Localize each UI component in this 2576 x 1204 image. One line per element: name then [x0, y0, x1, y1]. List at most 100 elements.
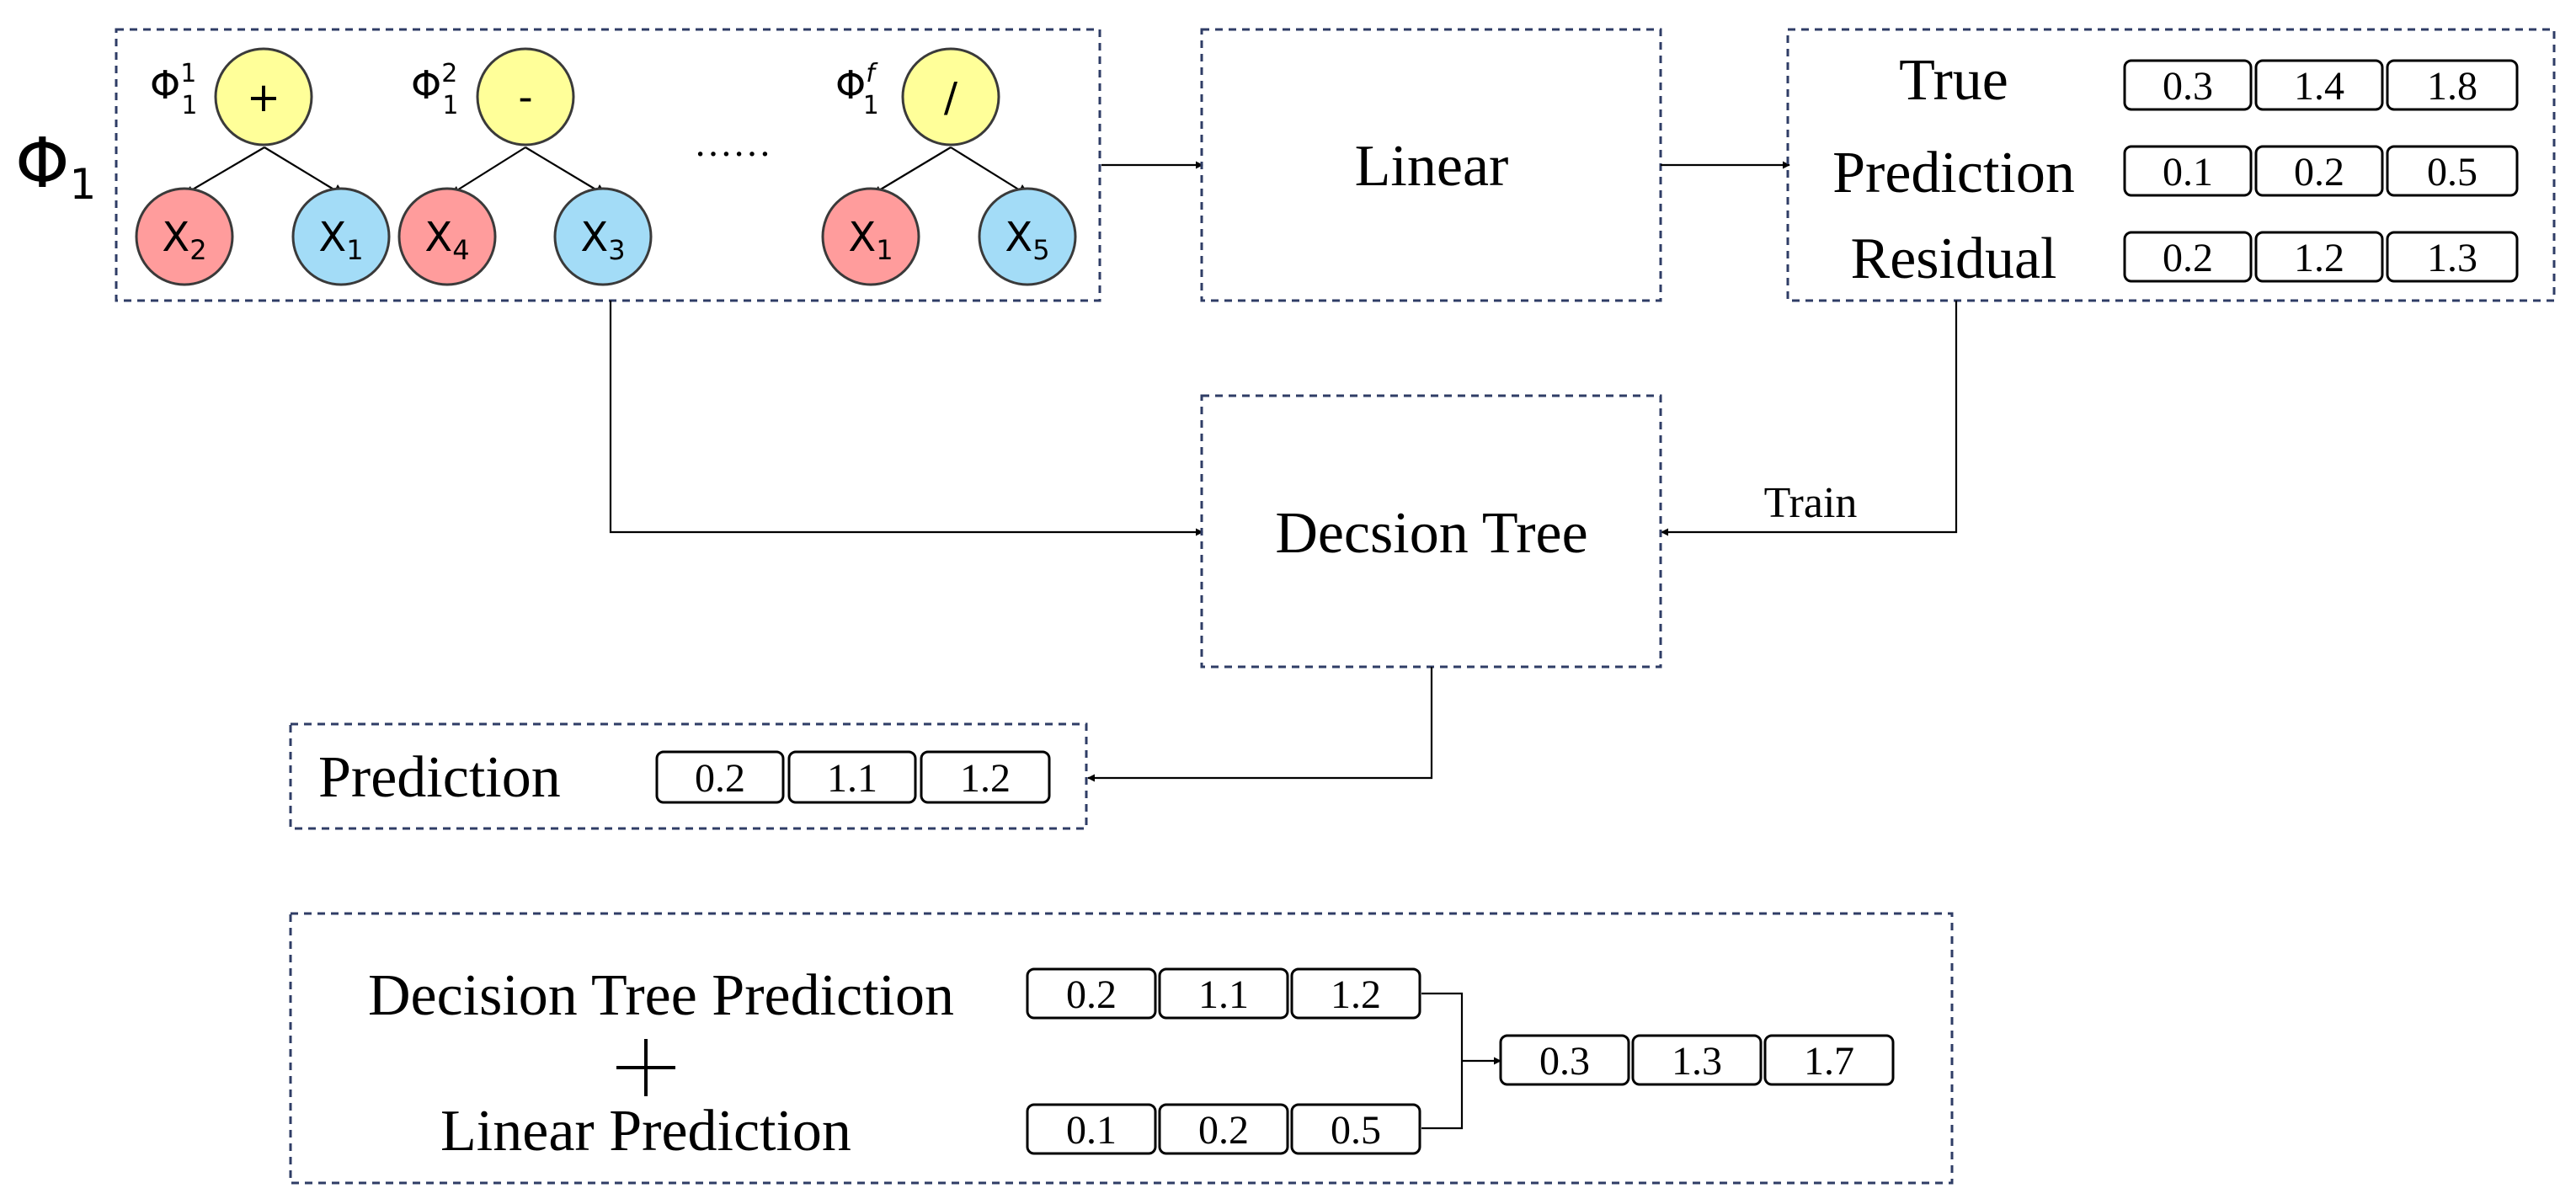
final-sum-value-cell: [1763, 1034, 1895, 1086]
tree-1-right-leaf-label: X1: [318, 214, 363, 266]
prediction-value-cell: [2254, 145, 2384, 197]
tree-2-left-leaf: [397, 187, 497, 286]
final-linear-value-cell: [1290, 1103, 1421, 1155]
final-linear-values-row: 0.1 0.2 0.5: [1026, 1103, 1421, 1155]
true-values-row: 0.3 1.4 1.8: [2123, 59, 2519, 111]
final-linear-value: 0.5: [1331, 1108, 1381, 1153]
dt-prediction-value: 1.1: [827, 756, 877, 801]
dt-prediction-value-cell: [787, 750, 917, 804]
tree-2-right-leaf: [553, 187, 653, 286]
residual-value-cell: [2123, 231, 2253, 283]
tree-3-operator-node: [901, 47, 1000, 147]
tree-2-left-leaf-label: X4: [424, 214, 469, 266]
final-linear-label: Linear Prediction: [440, 1099, 851, 1164]
tree-3-right-leaf-label: X5: [1005, 214, 1049, 266]
tree-2-edge-left: [452, 147, 526, 194]
dt-prediction-value-cell: [920, 750, 1051, 804]
final-dt-value-cell: [1290, 967, 1421, 1020]
tree-3-edge-right: [950, 147, 1025, 194]
residual-value: 1.2: [2294, 236, 2344, 280]
dt-prediction-label: Prediction: [318, 745, 561, 810]
final-sum-values-row: 0.3 1.3 1.7: [1499, 1034, 1895, 1086]
tree-1-left-leaf-label: X2: [162, 214, 206, 266]
dt-prediction-value-cell: [655, 750, 785, 804]
residual-value: 0.2: [2163, 236, 2213, 280]
final-linear-value: 0.1: [1066, 1108, 1117, 1153]
final-dt-values-row: 0.2 1.1 1.2: [1026, 967, 1421, 1020]
arrow-decision-tree-to-prediction: [1087, 667, 1433, 782]
true-value: 0.3: [2163, 64, 2213, 109]
final-sum-value: 1.3: [1672, 1039, 1722, 1084]
residual-value-cell: [2386, 231, 2519, 283]
final-dt-value: 0.2: [1066, 972, 1117, 1017]
true-value-cell: [2123, 59, 2253, 111]
residual-value: 1.3: [2427, 236, 2477, 280]
dt-prediction-values-row: 0.2 1.1 1.2: [655, 750, 1051, 804]
tree-3-right-leaf: [978, 187, 1077, 286]
final-linear-value-cell: [1026, 1103, 1157, 1155]
sum-bracket: [1421, 992, 1464, 1130]
final-sum-value: 0.3: [1539, 1039, 1590, 1084]
tree-3-left-leaf: [821, 187, 920, 286]
decision-tree-label: Decsion Tree: [1275, 501, 1587, 566]
final-dt-value: 1.2: [1331, 972, 1381, 1017]
final-sum-value-cell: [1631, 1034, 1763, 1086]
dt-prediction-value: 1.2: [960, 756, 1011, 801]
true-value: 1.8: [2427, 64, 2477, 109]
tree-1-operator: +: [247, 74, 280, 121]
residual-values-row: 0.2 1.2 1.3: [2123, 231, 2519, 283]
prediction-label: Prediction: [1832, 141, 2075, 205]
final-linear-value: 0.2: [1198, 1108, 1249, 1153]
final-linear-value-cell: [1158, 1103, 1289, 1155]
residual-value-cell: [2254, 231, 2384, 283]
tree-2-edge-right: [525, 147, 602, 194]
tree-3-edge-left: [874, 147, 952, 194]
dt-prediction-box: [289, 722, 1088, 830]
train-label: Train: [1764, 479, 1858, 527]
tree-1-edge-left: [186, 147, 265, 194]
trees-ellipsis: ……: [694, 121, 771, 164]
linear-label: Linear: [1355, 134, 1509, 199]
arrow-residual-to-decision-tree: [1661, 301, 1958, 536]
final-dt-value-cell: [1026, 967, 1157, 1020]
dt-prediction-value: 0.2: [695, 756, 745, 801]
feature-trees-box: [115, 28, 1101, 302]
residual-label: Residual: [1851, 226, 2057, 291]
tree-2-operator-node: [476, 47, 575, 147]
final-dt-value: 1.1: [1198, 972, 1249, 1017]
true-value-cell: [2386, 59, 2519, 111]
final-dt-value-cell: [1158, 967, 1289, 1020]
tree-1-operator-node: [214, 47, 313, 147]
true-value-cell: [2254, 59, 2384, 111]
plus-sign: [616, 1039, 675, 1096]
prediction-values-row: 0.1 0.2 0.5: [2123, 145, 2519, 197]
prediction-value: 0.2: [2294, 150, 2344, 194]
residual-panel-box: [1786, 28, 2556, 302]
tree-1-right-leaf: [291, 187, 391, 286]
true-label: True: [1899, 48, 2008, 113]
arrow-trees-to-decision-tree: [609, 301, 1203, 536]
tree-1-left-leaf: [135, 187, 234, 286]
final-sum-value-cell: [1499, 1034, 1630, 1086]
phi-1-label: Φ1: [15, 124, 96, 209]
final-sum-value: 1.7: [1804, 1039, 1854, 1084]
tree-2-operator: -: [518, 74, 532, 121]
prediction-value-cell: [2123, 145, 2253, 197]
final-dt-label: Decision Tree Prediction: [368, 963, 954, 1028]
true-value: 1.4: [2294, 64, 2344, 109]
tree-3-left-leaf-label: X1: [848, 214, 893, 266]
tree-2-right-leaf-label: X3: [580, 214, 625, 266]
final-sum-box: [289, 912, 1954, 1185]
tree-1-edge-right: [264, 147, 340, 194]
tree-3-operator: /: [944, 74, 958, 121]
prediction-value-cell: [2386, 145, 2519, 197]
prediction-value: 0.5: [2427, 150, 2477, 194]
prediction-value: 0.1: [2163, 150, 2213, 194]
